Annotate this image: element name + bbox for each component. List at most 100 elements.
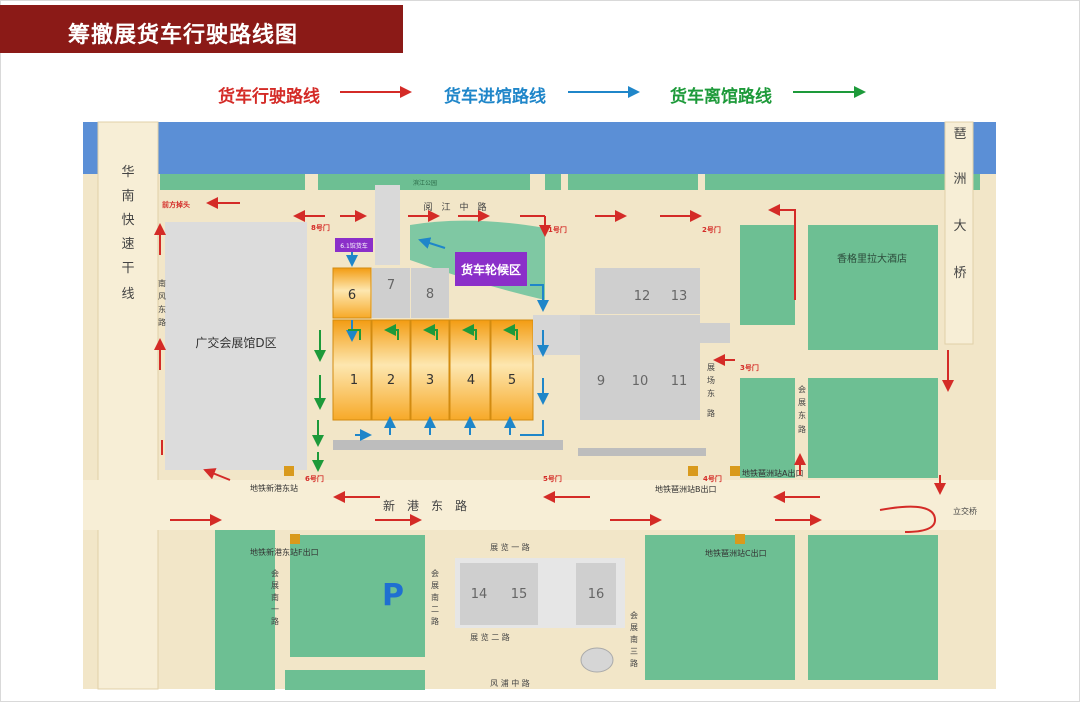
loading-dock: [578, 448, 706, 456]
gate-4: 4号门: [703, 474, 722, 483]
metro-icon: [284, 466, 294, 476]
blue-routes: [346, 237, 549, 441]
green-block: [808, 378, 938, 478]
svg-text:南: 南: [431, 592, 439, 602]
zhanlan1-road-name: 展 览 一 路: [490, 542, 530, 552]
hall-10-label: 10: [632, 374, 649, 389]
svg-text:展: 展: [707, 363, 715, 372]
huanan-expressway: [97, 121, 159, 690]
svg-text:展: 展: [798, 398, 806, 407]
svg-text:东: 东: [707, 388, 715, 398]
metro-xingang-e: 地铁新港东站: [250, 483, 298, 493]
hall-14-label: 14: [471, 587, 488, 602]
green-block: [740, 225, 795, 325]
svg-text:琶: 琶: [953, 127, 966, 142]
xingang-road: [83, 480, 996, 530]
hall-12-label: 12: [634, 289, 651, 304]
parking-icon: P: [382, 578, 404, 613]
halls-14-15: [460, 563, 538, 625]
svg-text:展: 展: [630, 623, 638, 632]
svg-text:桥: 桥: [953, 266, 966, 281]
metro-icon: [688, 466, 698, 476]
hall-13-label: 13: [671, 289, 688, 304]
hall-7-label: 7: [387, 278, 395, 293]
hall-1-label: 1: [350, 373, 358, 388]
halls-9-11-block: [580, 315, 700, 420]
riverside-green: [545, 174, 561, 190]
hall-8-label: 8: [426, 287, 434, 302]
truck-waiting-area: [455, 252, 527, 286]
gate-1: 1号门: [548, 225, 567, 234]
hotel-block: [808, 225, 938, 350]
hall-2: [371, 319, 411, 421]
loading-dock: [333, 440, 563, 450]
huanan-road-name: 华 南 快 速 干 线: [121, 165, 134, 302]
svg-text:路: 路: [271, 616, 279, 626]
connector: [533, 315, 583, 355]
north-walkway: [375, 185, 400, 265]
svg-text:线: 线: [121, 287, 134, 302]
svg-text:路: 路: [798, 424, 806, 434]
fengpu-road-name: 风 浦 中 路: [490, 678, 530, 688]
south-green: [645, 535, 795, 680]
legend-drive-label: 货车行驶路线: [218, 87, 320, 107]
hall-11-label: 11: [671, 374, 688, 389]
map-title: 筹撤展货车行驶路线图: [68, 23, 299, 48]
uturn-label: 前方掉头: [162, 200, 190, 209]
svg-text:东: 东: [158, 304, 166, 314]
metro-icon: [730, 466, 740, 476]
halls-1-5: [332, 319, 534, 421]
hall-6-label: 6: [348, 288, 356, 303]
gate-6: 6号门: [305, 474, 324, 483]
hall-2-label: 2: [387, 373, 395, 388]
metro-xingang-f: 地铁新港东站F出口: [250, 547, 319, 557]
svg-text:展: 展: [431, 581, 439, 590]
hall-16-label: 16: [588, 587, 605, 602]
metro-labels: 地铁新港东站 地铁新港东站F出口 地铁琶洲站B出口 地铁琶洲站A出口 地铁琶洲站…: [250, 468, 803, 558]
metro-icon: [290, 534, 300, 544]
river: [83, 122, 996, 174]
hall-6: [332, 267, 372, 319]
svg-text:南: 南: [630, 634, 638, 644]
svg-text:路: 路: [630, 658, 638, 668]
svg-text:华: 华: [121, 165, 134, 180]
hall-15-label: 15: [511, 587, 528, 602]
svg-text:速: 速: [121, 237, 134, 252]
south-green: [808, 535, 938, 680]
svg-text:路: 路: [707, 408, 715, 418]
svg-text:东: 东: [798, 410, 806, 420]
gate-8: 8号门: [311, 223, 330, 232]
hotel-label: 香格里拉大酒店: [837, 252, 907, 265]
zone-d-building: [165, 222, 307, 470]
riverside-green: [705, 174, 945, 190]
south-green: [215, 530, 275, 690]
east-connector: [700, 323, 730, 343]
gate-labels: 1号门 2号门 3号门 4号门 5号门 6号门 8号门: [305, 223, 759, 483]
yuejiang-road-name: 阅 江 中 路: [423, 201, 486, 213]
riverside-green: [318, 174, 530, 190]
hall-3-label: 3: [426, 373, 434, 388]
hall-4: [449, 319, 491, 421]
svg-text:干: 干: [121, 261, 134, 276]
metro-pazhou-b: 地铁琶洲站B出口: [655, 484, 717, 494]
svg-text:三: 三: [630, 647, 638, 656]
parking-block: [290, 535, 425, 657]
metro-pazhou-c: 地铁琶洲站C出口: [705, 548, 767, 558]
svg-text:会: 会: [630, 610, 638, 620]
metro-icon: [735, 534, 745, 544]
metro-pazhou-a: 地铁琶洲站A出口: [742, 468, 803, 478]
hall-8: [411, 268, 449, 318]
legend-enter-label: 货车进馆路线: [444, 87, 546, 107]
halls-12-13-block: [595, 268, 700, 314]
dome: [580, 647, 614, 673]
hall-7: [372, 268, 410, 318]
svg-text:风: 风: [158, 292, 166, 301]
hall-9-label: 9: [597, 374, 605, 389]
zhanlan2-road-name: 展 览 二 路: [470, 632, 510, 642]
red-routes: [154, 197, 954, 533]
hall-16: [576, 563, 616, 625]
